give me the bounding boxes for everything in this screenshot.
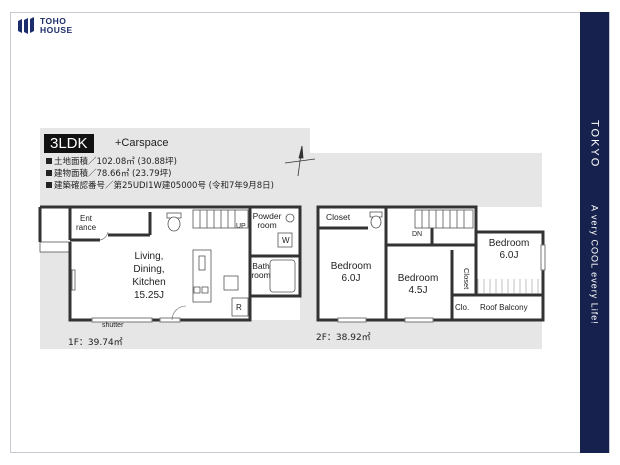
room-closet: Closet (326, 212, 351, 222)
stairs-down-label: DN (412, 231, 423, 238)
floor1-plan (38, 205, 302, 323)
brand-logo: TOHO HOUSE (16, 17, 73, 35)
spec-land-area: 土地面積／102.08㎡ (30.88坪) (46, 157, 177, 168)
side-title-text: TOKYO (588, 120, 601, 169)
roof-balcony-label: Roof Balcony (480, 303, 528, 312)
floor2-area-label: 2F：38.92㎡ (316, 333, 371, 343)
compass-icon (284, 145, 316, 177)
page-frame (10, 12, 610, 453)
room-closet-small: Closet (462, 268, 471, 290)
side-band (580, 12, 609, 453)
carspace-label: +Carspace (115, 137, 169, 149)
side-tagline: A very COOL every Life! (580, 205, 609, 365)
shutter-label: shutter (102, 322, 124, 329)
layout-badge: 3LDK (44, 134, 94, 153)
toho-house-logo-icon (18, 17, 34, 34)
side-tagline-text: A very COOL every Life! (589, 205, 600, 325)
brand-line2: HOUSE (40, 25, 73, 35)
side-title: TOKYO (580, 120, 609, 180)
refrigerator-label: R (236, 303, 242, 312)
room-clo: Clo. (455, 303, 470, 312)
spec-confirmation-number: 建築確認番号／第25UDI1W建05000号 (令和7年9月8日) (46, 181, 274, 192)
stairs-up-label: UP (236, 223, 246, 230)
washer-label: W (282, 236, 290, 245)
floor2-plan (316, 205, 546, 323)
floor1-area-label: 1F：39.74㎡ (68, 338, 123, 348)
brand-line1: TOHO (40, 16, 67, 26)
spec-building-area: 建物面積／78.66㎡ (23.79坪) (46, 169, 172, 180)
